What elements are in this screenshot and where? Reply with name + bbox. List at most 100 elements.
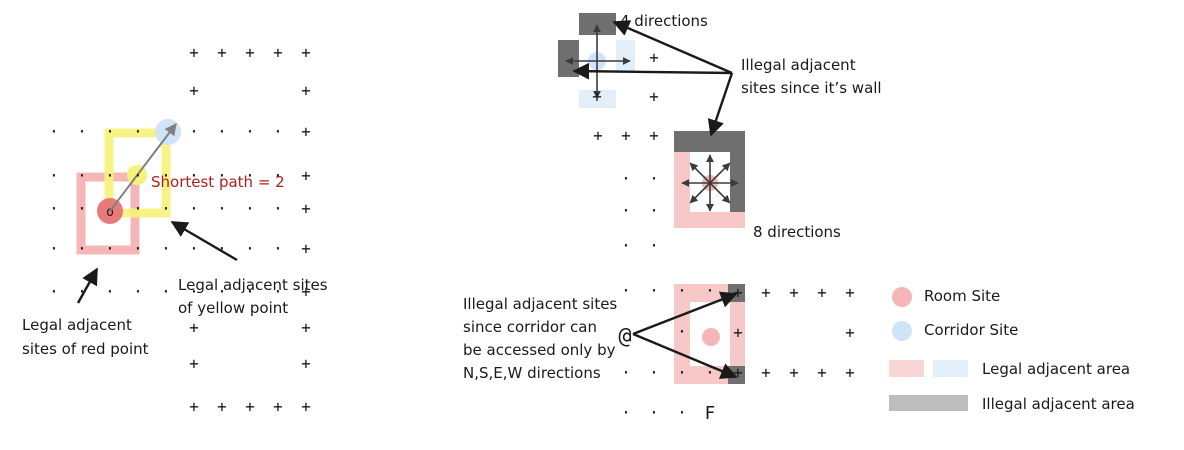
wall-plus: +	[273, 43, 283, 62]
floor-dot: ·	[189, 282, 199, 301]
wall-plus: +	[189, 354, 199, 373]
floor-dot: ·	[705, 363, 715, 382]
floor-dot: ·	[49, 199, 59, 218]
floor-dot: ·	[217, 239, 227, 258]
wall-plus: +	[301, 318, 311, 337]
floor-dot: ·	[105, 282, 115, 301]
wall-plus: +	[761, 363, 771, 382]
floor-dot: ·	[677, 322, 687, 341]
wall-plus: +	[301, 282, 311, 301]
floor-dot: ·	[77, 239, 87, 258]
corridor-arrow-2	[632, 332, 738, 379]
wall-plus: +	[301, 354, 311, 373]
corridor-adjacent-area-east	[616, 40, 635, 72]
red-caption-line-2: sites of red point	[22, 340, 149, 358]
direction-arrow	[689, 162, 711, 184]
floor-dot: ·	[49, 239, 59, 258]
shortest-path-label: Shortest path = 2	[151, 173, 285, 191]
floor-dot: ·	[189, 122, 199, 141]
floor-dot: ·	[273, 282, 283, 301]
wall-plus: +	[789, 363, 799, 382]
wall-plus: +	[649, 87, 659, 106]
legend-legal-corridor-swatch	[933, 360, 968, 377]
yellow-point-adjacent-area	[104, 128, 171, 218]
red-caption: Legal adjacent sites of red point	[22, 267, 149, 358]
left-map: o +++++++++++++++++++++·················…	[49, 43, 311, 416]
floor-dot: ·	[273, 199, 283, 218]
four-direction-example	[558, 13, 635, 108]
floor-dot: ·	[245, 166, 255, 185]
wall-plus: +	[592, 87, 602, 106]
wall-plus: +	[301, 397, 311, 416]
floor-dot: ·	[161, 282, 171, 301]
floor-dot: ·	[189, 199, 199, 218]
wall-plus: +	[789, 283, 799, 302]
legend: Room Site Corridor Site Legal adjacent a…	[889, 287, 1135, 413]
wall-plus: +	[301, 199, 311, 218]
floor-dot: ·	[189, 239, 199, 258]
corridor-adjacent-area-south	[579, 90, 616, 108]
red-caption-arrow	[76, 267, 99, 304]
floor-dot: ·	[217, 166, 227, 185]
floor-dot: ·	[621, 201, 631, 220]
floor-dot: ·	[705, 281, 715, 300]
direction-arrow	[709, 182, 731, 204]
wall-top	[674, 131, 745, 152]
floor-dot: ·	[649, 403, 659, 422]
floor-dot: ·	[189, 166, 199, 185]
floor-dot: ·	[105, 166, 115, 185]
right-map-grid: ++++++··················++++++++++++	[592, 48, 855, 422]
wall-caption-line-1: Illegal adjacent	[741, 56, 856, 74]
wall-arrow-2	[572, 62, 733, 80]
wall-plus: +	[649, 48, 659, 67]
floor-dot: ·	[245, 122, 255, 141]
wall-plus: +	[301, 166, 311, 185]
floor-dot: ·	[217, 199, 227, 218]
floor-dot: ·	[133, 239, 143, 258]
corridor-arrow-1	[632, 291, 738, 336]
floor-dot: ·	[49, 282, 59, 301]
floor-dot: ·	[649, 201, 659, 220]
wall-plus: +	[189, 81, 199, 100]
floor-dot: ·	[77, 199, 87, 218]
floor-dot: ·	[649, 363, 659, 382]
direction-arrow	[689, 182, 711, 204]
direction-arrow	[709, 162, 731, 184]
wall-plus: +	[189, 43, 199, 62]
floor-dot: ·	[273, 166, 283, 185]
four-directions-label: 4 directions	[620, 12, 708, 30]
floor-dot: ·	[677, 281, 687, 300]
floor-dot: ·	[621, 281, 631, 300]
floor-dot: ·	[245, 239, 255, 258]
floor-dot: ·	[105, 239, 115, 258]
floor-dot: ·	[217, 282, 227, 301]
floor-dot: ·	[621, 236, 631, 255]
legend-illegal-swatch	[889, 395, 968, 411]
room-point-lower	[702, 328, 720, 346]
wall-plus: +	[817, 283, 827, 302]
wall-plus: +	[301, 122, 311, 141]
floor-dot: ·	[49, 122, 59, 141]
floor-dot: ·	[161, 239, 171, 258]
wall-plus: +	[761, 283, 771, 302]
floor-dot: ·	[649, 281, 659, 300]
legend-legal-area: Legal adjacent area	[982, 360, 1130, 378]
yellow-caption-line-1: Legal adjacent sites	[178, 276, 328, 294]
floor-dot: ·	[77, 282, 87, 301]
floor-dot: ·	[161, 166, 171, 185]
wall-plus: +	[845, 363, 855, 382]
wall-plus: +	[649, 126, 659, 145]
wall-north	[579, 13, 616, 35]
floor-dot: ·	[77, 166, 87, 185]
wall-plus: +	[189, 397, 199, 416]
floor-dot: ·	[649, 169, 659, 188]
wall-plus: +	[301, 43, 311, 62]
legend-corridor-swatch	[892, 321, 912, 341]
path-arrow	[109, 123, 177, 212]
wall-plus: +	[189, 318, 199, 337]
floor-dot: ·	[677, 363, 687, 382]
floor-dot: ·	[621, 363, 631, 382]
yellow-caption-line-2: of yellow point	[178, 299, 288, 317]
wall-plus: +	[217, 397, 227, 416]
floor-dot: ·	[217, 122, 227, 141]
